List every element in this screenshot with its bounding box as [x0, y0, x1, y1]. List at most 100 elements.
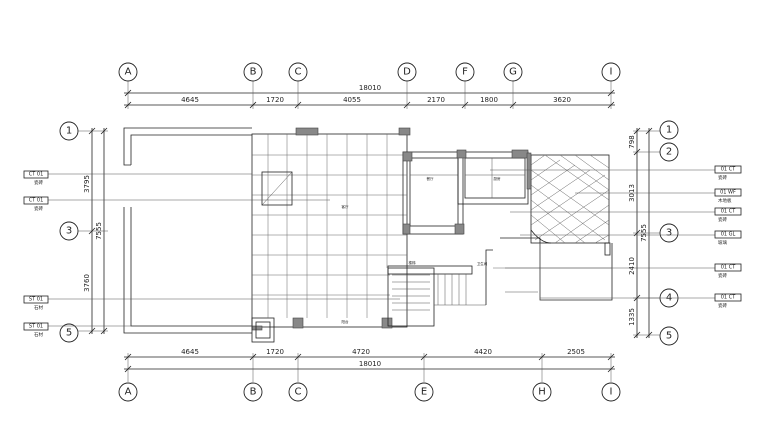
left-material-tag-1: CT 01 瓷砖 — [23, 170, 49, 186]
axis-bubble-right-1: 1 — [659, 120, 679, 140]
top-dim-3: 4055 — [343, 96, 361, 104]
wood-floor-room — [526, 152, 611, 256]
axis-bubble-bottom-B: B — [243, 382, 263, 402]
bottom-dim-1: 4645 — [181, 348, 199, 356]
svg-text:01 WF: 01 WF — [720, 190, 736, 196]
bottom-dim-5: 2505 — [567, 348, 585, 356]
svg-text:3: 3 — [66, 226, 72, 237]
room-label-dining: 餐厅 — [427, 176, 435, 181]
svg-text:D: D — [403, 67, 411, 78]
svg-text:A: A — [125, 67, 132, 78]
bottom-dim-3: 4720 — [352, 348, 370, 356]
right-material-tag-4: 01 GL 玻璃 — [714, 230, 742, 246]
top-dim-1: 4645 — [181, 96, 199, 104]
room-label-kitchen: 厨房 — [494, 176, 502, 181]
axis-bubble-right-3: 3 — [659, 223, 679, 243]
axis-bubble-top-G: G — [503, 62, 523, 82]
top-segment-dimensions: 4645 1720 4055 2170 1800 3620 — [181, 96, 571, 104]
kitchen-block — [402, 149, 529, 235]
svg-text:石材: 石材 — [34, 331, 43, 338]
svg-text:瓷砖: 瓷砖 — [34, 179, 43, 186]
axis-bubble-bottom-E: E — [414, 382, 434, 402]
axis-bubble-left-1: 1 — [59, 121, 79, 141]
top-axis-bubbles: A B C D F G I — [118, 62, 621, 82]
stair-area — [387, 237, 613, 327]
svg-text:石材: 石材 — [34, 304, 43, 311]
axis-bubble-bottom-C: C — [288, 382, 308, 402]
room-label-living: 客厅 — [342, 204, 350, 209]
right-dimension-lines — [633, 127, 660, 339]
svg-text:F: F — [462, 67, 468, 78]
svg-text:玻璃: 玻璃 — [718, 239, 727, 246]
svg-text:A: A — [125, 387, 132, 398]
svg-text:瓷砖: 瓷砖 — [34, 205, 43, 212]
svg-text:01 CT: 01 CT — [721, 265, 736, 271]
axis-bubble-top-B: B — [243, 62, 263, 82]
svg-text:瓷砖: 瓷砖 — [718, 216, 727, 223]
left-dimension-lines — [78, 127, 108, 335]
svg-text:01 CT: 01 CT — [721, 295, 736, 301]
room-label-balcony: 阳台 — [342, 319, 350, 324]
svg-text:瓷砖: 瓷砖 — [718, 174, 727, 181]
top-dim-4: 2170 — [427, 96, 445, 104]
svg-text:I: I — [610, 67, 613, 78]
svg-text:CT 01: CT 01 — [29, 198, 44, 204]
svg-text:1: 1 — [66, 126, 72, 137]
left-material-tag-4: ST 01 石材 — [23, 322, 49, 338]
top-dim-6: 3620 — [553, 96, 571, 104]
svg-text:瓷砖: 瓷砖 — [718, 272, 727, 279]
axis-bubble-top-I: I — [601, 62, 621, 82]
left-material-tag-2: CT 01 瓷砖 — [23, 196, 49, 212]
axis-bubble-top-F: F — [455, 62, 475, 82]
right-total-dimension: 7555 — [640, 224, 648, 242]
right-material-tag-6: 01 CT 瓷砖 — [714, 293, 742, 309]
right-material-tag-1: 01 CT 瓷砖 — [714, 165, 742, 181]
svg-text:5: 5 — [666, 331, 672, 342]
axis-bubble-right-2: 2 — [659, 142, 679, 162]
right-dim-4: 1335 — [628, 308, 636, 326]
svg-text:B: B — [250, 67, 257, 78]
left-axis-bubbles: 1 3 5 — [59, 121, 79, 343]
svg-text:G: G — [509, 67, 517, 78]
bottom-segment-dimensions: 4645 1720 4720 4420 2505 — [181, 348, 585, 356]
svg-text:1: 1 — [666, 125, 672, 136]
right-material-tag-5: 01 CT 瓷砖 — [714, 263, 742, 279]
right-material-tag-3: 01 CT 瓷砖 — [714, 207, 742, 223]
svg-text:ST 01: ST 01 — [29, 324, 43, 330]
plan-walls — [123, 127, 411, 343]
svg-text:5: 5 — [66, 328, 72, 339]
left-dim-2: 3760 — [83, 274, 91, 292]
axis-bubble-bottom-I: I — [601, 382, 621, 402]
svg-text:ST 01: ST 01 — [29, 297, 43, 303]
axis-bubble-top-A: A — [118, 62, 138, 82]
room-labels: 客厅 餐厅 厨房 卫生间 楼梯 阳台 — [342, 176, 502, 324]
left-dim-1: 3795 — [83, 175, 91, 193]
svg-text:H: H — [538, 387, 546, 398]
svg-text:01 CT: 01 CT — [721, 209, 736, 215]
svg-text:E: E — [421, 387, 427, 398]
axis-bubble-left-5: 5 — [59, 323, 79, 343]
room-label-bathroom: 卫生间 — [477, 261, 488, 266]
axis-bubble-right-5: 5 — [659, 326, 679, 346]
axis-bubble-left-3: 3 — [59, 221, 79, 241]
right-dim-3: 2410 — [628, 257, 636, 275]
svg-text:3: 3 — [666, 228, 672, 239]
right-axis-bubbles: 1 2 3 4 5 — [659, 120, 679, 346]
left-material-tag-3: ST 01 石材 — [23, 295, 49, 311]
right-leader-lines — [490, 169, 715, 299]
living-room-tiles — [252, 134, 407, 318]
bottom-total-dimension: 18010 — [359, 360, 381, 368]
svg-text:I: I — [610, 387, 613, 398]
top-total-dimension: 18010 — [359, 84, 381, 92]
svg-text:木地板: 木地板 — [718, 197, 732, 204]
axis-bubble-top-D: D — [397, 62, 417, 82]
right-material-tag-2: 01 WF 木地板 — [714, 188, 742, 204]
left-total-dimension: 7555 — [95, 222, 103, 240]
bottom-dim-2: 1720 — [266, 348, 284, 356]
room-label-stairs: 楼梯 — [409, 260, 417, 265]
top-dim-5: 1800 — [480, 96, 498, 104]
svg-text:B: B — [250, 387, 257, 398]
bottom-dim-4: 4420 — [474, 348, 492, 356]
svg-text:01 GL: 01 GL — [721, 232, 736, 238]
